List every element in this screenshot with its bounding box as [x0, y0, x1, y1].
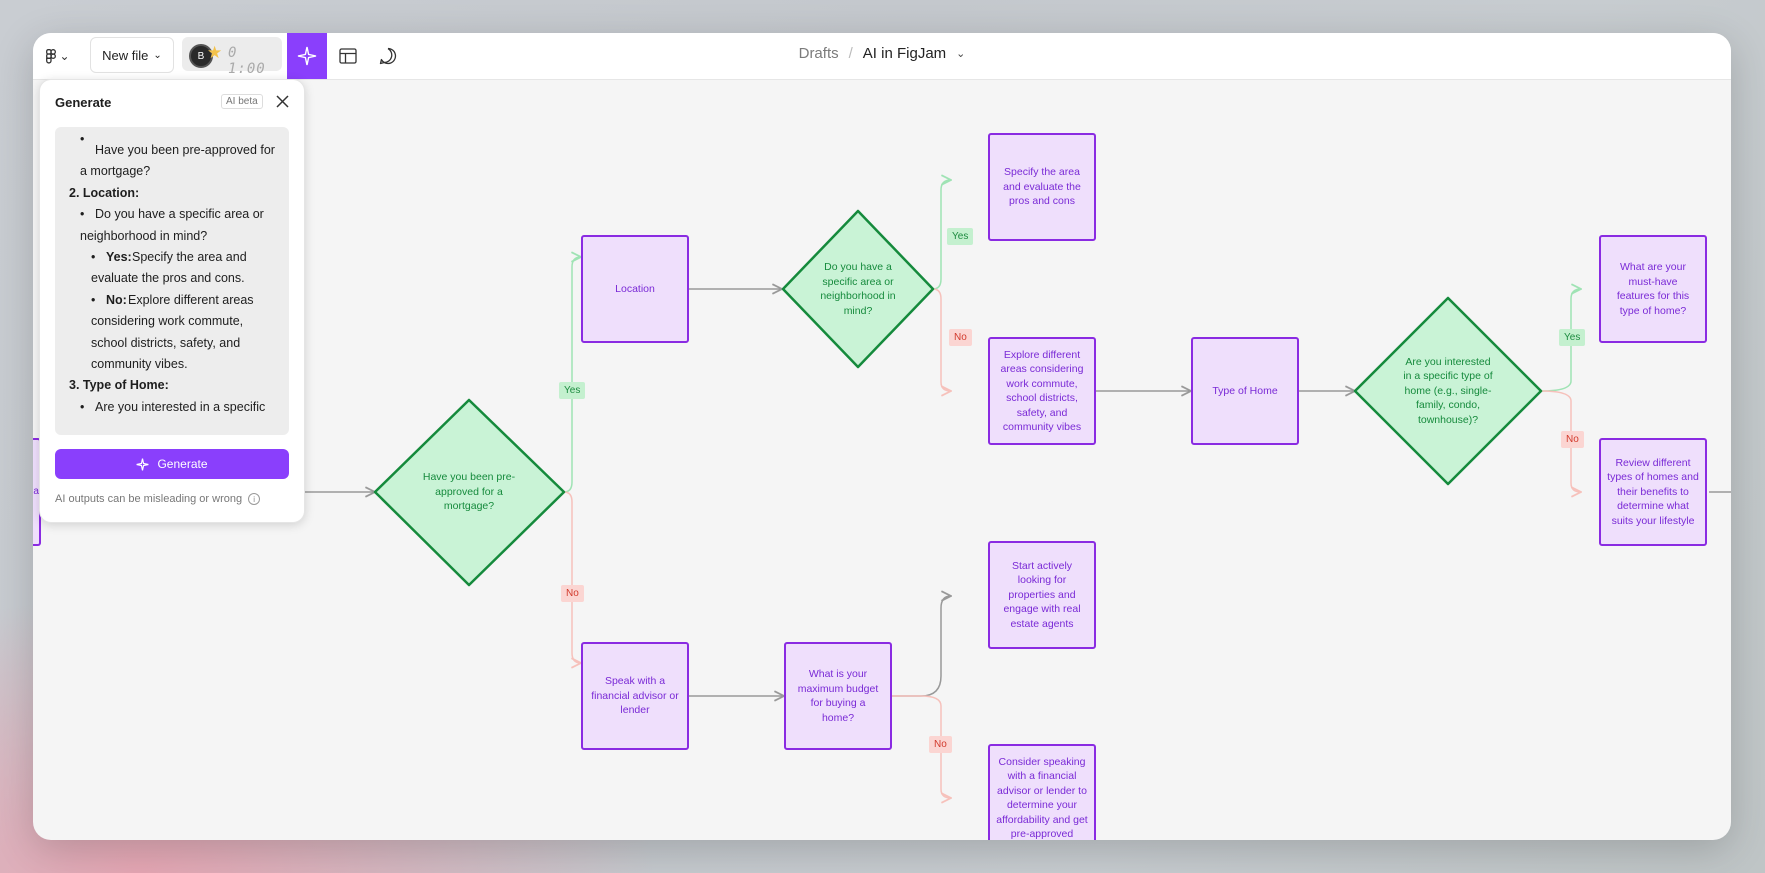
prompt-line: school districts, safety, and [91, 336, 241, 350]
table-tool-button[interactable] [333, 41, 363, 71]
new-file-button[interactable]: New file ⌄ [90, 37, 174, 73]
flow-node-explore-areas[interactable]: Explore different areas considering work… [988, 337, 1096, 445]
prompt-line: considering work commute, [91, 314, 244, 328]
star-sticker-icon: ★ [207, 43, 223, 62]
diamond-text-specific-type: Are you interested in a specific type of… [1403, 355, 1493, 426]
timer-display: 0 1:00 [228, 45, 266, 77]
disclaimer-text: AI outputs can be misleading or wrong [55, 493, 243, 505]
flow-node-specify-area[interactable]: Specify the area and evaluate the pros a… [988, 133, 1096, 241]
canvas[interactable]: ha Have you been pre-approved for a mort… [33, 79, 1731, 840]
edge-label-no: No [929, 736, 952, 753]
bullet-icon: • [91, 293, 96, 307]
collaboration-timer[interactable]: B ★ 0 1:00 [182, 37, 282, 77]
file-title[interactable]: AI in FigJam [862, 45, 947, 62]
no-label: No: [106, 293, 127, 307]
close-icon [275, 94, 289, 108]
decision-diamond-preapproved[interactable] [373, 398, 566, 587]
prompt-line: Have you been pre-approved for [95, 143, 275, 157]
generate-panel: Generate AI beta • Have you been pre-app… [39, 79, 305, 523]
prompt-line: Explore different areas [128, 293, 254, 307]
sparkle-icon [136, 458, 149, 470]
comment-tool-button[interactable] [373, 41, 403, 71]
ai-sparkle-button[interactable] [287, 33, 327, 79]
prompt-textarea[interactable]: • Have you been pre-approved for a mortg… [55, 127, 289, 435]
figjam-window: ⌄ New file ⌄ B ★ 0 1:00 [33, 33, 1731, 840]
main-menu-button[interactable]: ⌄ [43, 42, 73, 70]
panel-title: Generate [55, 95, 112, 110]
flow-node-review-types[interactable]: Review different types of homes and thei… [1599, 438, 1707, 546]
prompt-line: Are you interested in a specific [95, 400, 266, 414]
prompt-heading: 3. Type of Home: [69, 378, 169, 392]
decision-diamond-specific-area[interactable] [781, 209, 935, 369]
prompt-heading: 2. Location: [69, 186, 140, 200]
decision-diamond-specific-type[interactable] [1353, 296, 1543, 486]
figma-logo-icon [46, 48, 57, 64]
flow-node-type-of-home[interactable]: Type of Home [1191, 337, 1299, 445]
avatar[interactable]: B [189, 44, 213, 68]
edge-label-no: No [1561, 431, 1584, 448]
comment-icon [379, 47, 397, 65]
diamond-text-preapproved: Have you been pre-approved for a mortgag… [422, 471, 516, 513]
edge-label-yes: Yes [559, 382, 586, 399]
sparkle-icon [297, 46, 317, 66]
ai-disclaimer: AI outputs can be misleading or wrong i [55, 493, 261, 505]
breadcrumb-separator: / [848, 45, 853, 62]
generate-button[interactable]: Generate [55, 449, 289, 479]
prompt-line: neighborhood in mind? [80, 229, 208, 243]
flow-node-location[interactable]: Location [581, 235, 689, 343]
prompt-line: community vibes. [91, 357, 188, 371]
flow-node-must-have[interactable]: What are your must-have features for thi… [1599, 235, 1707, 343]
prompt-line: Specify the area and [132, 250, 247, 264]
flow-node-start-looking[interactable]: Start actively looking for properties an… [988, 541, 1096, 649]
prompt-line: a mortgage? [80, 164, 151, 178]
chevron-down-icon: ⌄ [153, 49, 162, 61]
close-button[interactable] [273, 92, 291, 110]
edge-label-yes: Yes [947, 228, 974, 245]
breadcrumb: Drafts / AI in FigJam ⌄ [33, 45, 1731, 62]
yes-label: Yes: [106, 250, 132, 264]
bullet-icon: • [80, 132, 85, 146]
partial-node-text: ha [33, 485, 39, 497]
new-file-label: New file [102, 47, 149, 63]
edge-label-yes: Yes [1559, 329, 1586, 346]
table-icon [339, 48, 357, 64]
info-icon[interactable]: i [248, 493, 261, 505]
chevron-down-icon: ⌄ [59, 49, 70, 63]
edge-label-no: No [949, 329, 972, 346]
diamond-text-specific-area: Do you have a specific area or neighborh… [820, 261, 896, 317]
ai-beta-badge: AI beta [221, 94, 263, 109]
bullet-icon: • [80, 207, 85, 221]
prompt-line: Do you have a specific area or [95, 207, 264, 221]
flow-node-max-budget[interactable]: What is your maximum budget for buying a… [784, 642, 892, 750]
generate-button-label: Generate [157, 457, 208, 471]
bullet-icon: • [91, 250, 96, 264]
chevron-down-icon[interactable]: ⌄ [956, 48, 966, 60]
flowchart-connectors [301, 79, 1731, 840]
prompt-line: evaluate the pros and cons. [91, 271, 245, 285]
flow-node-speak-advisor[interactable]: Speak with a financial advisor or lender [581, 642, 689, 750]
flow-node-consider-speaking[interactable]: Consider speaking with a financial advis… [988, 744, 1096, 840]
top-toolbar: ⌄ New file ⌄ B ★ 0 1:00 [33, 33, 1731, 80]
breadcrumb-drafts[interactable]: Drafts [798, 45, 839, 62]
edge-label-no: No [561, 585, 584, 602]
bullet-icon: • [80, 400, 85, 414]
